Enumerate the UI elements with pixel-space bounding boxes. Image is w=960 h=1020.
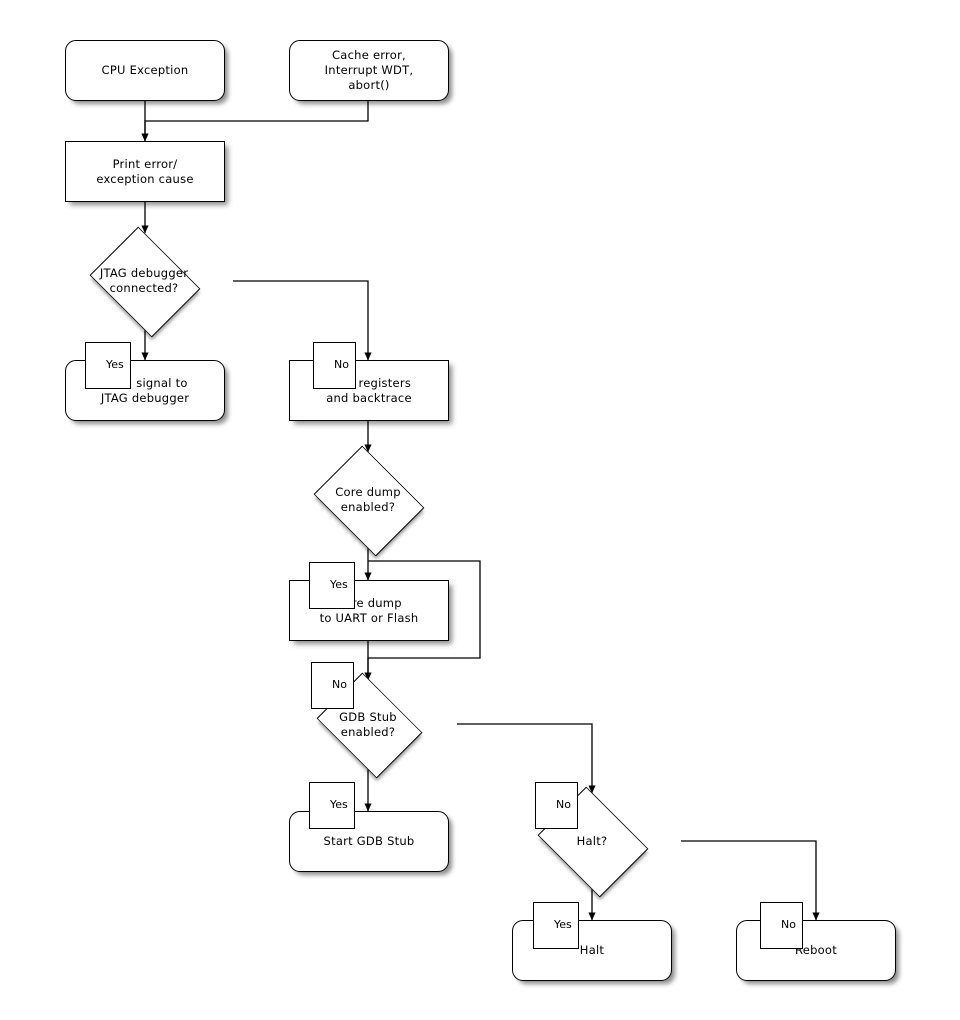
edge-label-gdb-no: No xyxy=(535,782,578,829)
node-label: Halt? xyxy=(576,833,608,848)
node-label: Print error/ exception cause xyxy=(96,156,194,186)
node-core-dump-write[interactable]: Core dump to UART or Flash xyxy=(289,580,449,641)
edge-label-text: No xyxy=(332,678,347,691)
node-print-error[interactable]: Print error/ exception cause xyxy=(65,141,225,202)
node-cpu-exception[interactable]: CPU Exception xyxy=(65,40,225,101)
node-label: CPU Exception xyxy=(101,63,189,77)
edge-label-text: No xyxy=(334,358,349,371)
edge-label-jtag-no: No xyxy=(313,342,356,389)
edge-label-text: Yes xyxy=(330,798,348,811)
edge-label-halt-yes: Yes xyxy=(533,902,579,949)
node-label: Halt xyxy=(579,943,605,957)
node-cache-error[interactable]: Cache error, Interrupt WDT, abort() xyxy=(289,40,449,101)
node-core-dump-enabled[interactable]: Core dump enabled? xyxy=(279,445,457,557)
node-gdb-stub-enabled[interactable]: GDB Stub enabled? xyxy=(279,672,457,779)
node-label: Reboot xyxy=(795,943,837,957)
node-label: Core dump enabled? xyxy=(335,485,401,514)
node-label: Cache error, Interrupt WDT, abort() xyxy=(324,48,414,92)
cache-error-to-print-error xyxy=(141,101,369,142)
edge-label-text: No xyxy=(556,798,571,811)
edge-label-gdb-yes: Yes xyxy=(309,782,355,829)
edge-label-text: No xyxy=(781,918,796,931)
node-halt-decision[interactable]: Halt? xyxy=(503,786,681,898)
node-jtag-debugger-connected[interactable]: JTAG debugger connected? xyxy=(55,226,233,338)
edge-label-jtag-yes: Yes xyxy=(85,342,131,389)
edge-label-text: Yes xyxy=(554,918,572,931)
edge-label-halt-no: No xyxy=(760,902,803,949)
node-label: JTAG debugger connected? xyxy=(99,266,189,295)
node-label: GDB Stub enabled? xyxy=(339,709,397,739)
edge-label-core-dump-yes: Yes xyxy=(309,562,355,609)
edge-label-core-dump-no: No xyxy=(311,662,354,709)
edge-label-text: Yes xyxy=(106,358,124,371)
edge-label-text: Yes xyxy=(330,578,348,591)
node-label: Start GDB Stub xyxy=(323,834,415,848)
